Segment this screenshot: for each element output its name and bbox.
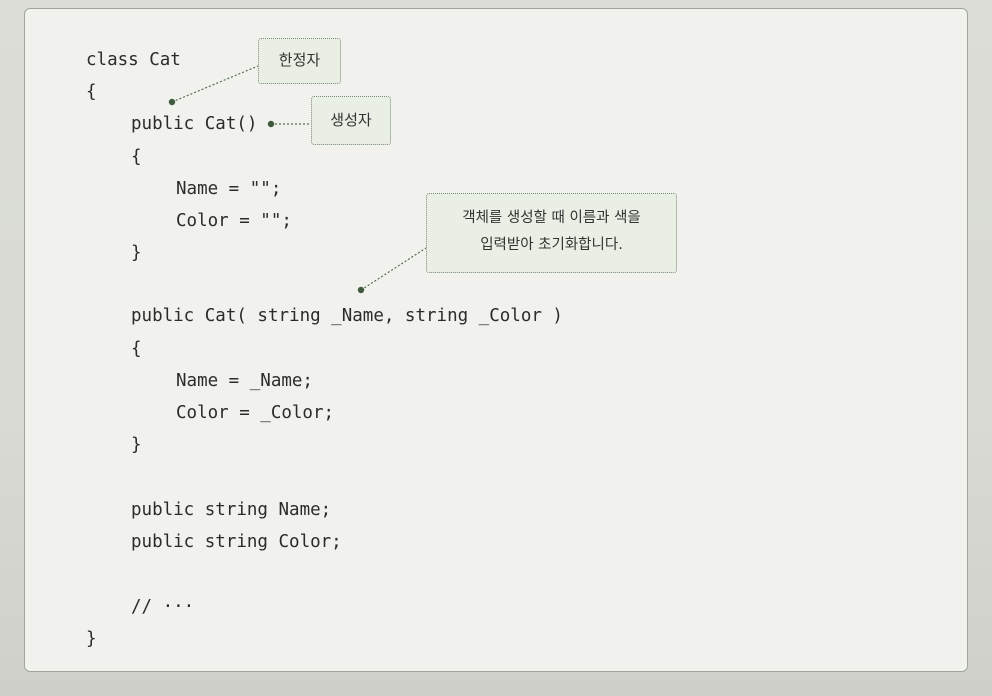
code-line-close-brace: } [86,629,97,649]
callout-init-line1: 객체를 생성할 때 이름과 색을 [462,210,641,226]
code-line-name-assign: Name = _Name; [176,371,313,391]
code-line-ctor1-open: { [131,147,142,167]
code-line-color-empty: Color = ""; [176,211,292,231]
code-line-name-empty: Name = ""; [176,179,282,199]
code-line-default-ctor: public Cat() [131,114,258,134]
code-line-ctor1-close: } [131,243,142,263]
code-line-color-assign: Color = _Color; [176,403,335,423]
code-line-open-brace: { [86,82,97,102]
callout-init: 객체를 생성할 때 이름과 색을 입력받아 초기화합니다. [426,193,677,273]
code-line-class: class Cat [86,50,181,70]
code-line-name-field: public string Name; [131,500,332,520]
code-line-comment: // ··· [131,597,195,617]
code-line-param-ctor: public Cat( string _Name, string _Color … [131,306,563,326]
callout-constructor: 생성자 [311,96,391,145]
callout-constructor-text: 생성자 [330,111,372,129]
code-listing-box [24,8,968,672]
callout-init-line2: 입력받아 초기화합니다. [480,237,623,253]
code-line-ctor2-close: } [131,435,142,455]
callout-modifier-text: 한정자 [278,51,321,69]
callout-modifier: 한정자 [258,38,341,84]
code-line-ctor2-open: { [131,339,142,359]
code-line-color-field: public string Color; [131,532,342,552]
